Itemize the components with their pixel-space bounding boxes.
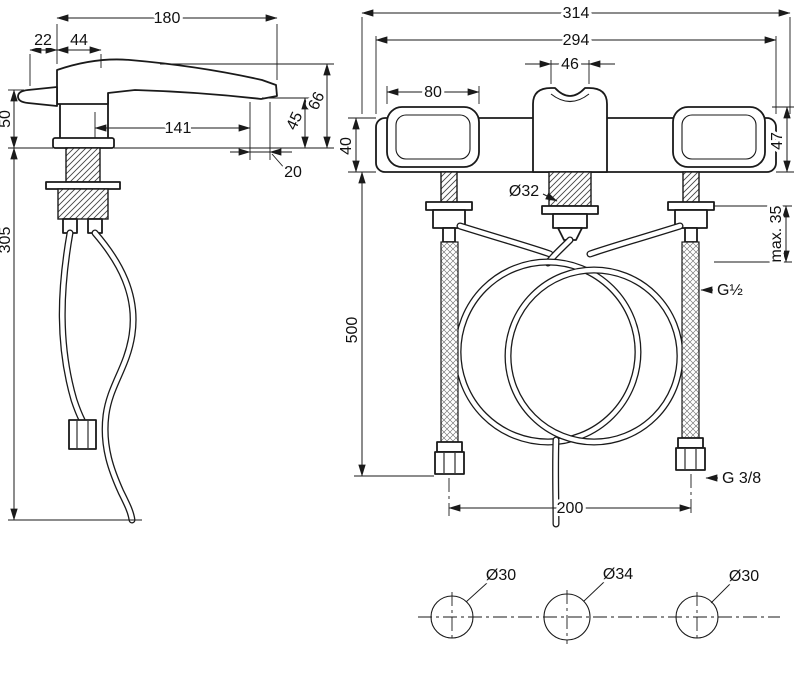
dim-500-label: 500 [344,317,361,344]
side-view-dimensions: 180 22 44 50 305 141 [0,7,334,521]
left-handle [386,106,480,168]
dim-46-label: 46 [561,56,579,73]
dim-d34-label: Ø34 [603,566,633,583]
hole-left [430,595,474,639]
faucet-side-profile [17,58,278,234]
deck-assembly [375,87,777,173]
dim-d30-right-label: Ø30 [729,568,759,585]
dim-50-label: 50 [0,110,14,128]
side-view-hoses [58,229,137,524]
dim-45-label: 45 [283,109,306,132]
dim-22-label: 22 [34,32,52,49]
side-view: 180 22 44 50 305 141 [0,7,334,524]
dim-305-label: 305 [0,227,14,254]
dim-g38-label: G 3/8 [722,470,761,487]
dim-294-label: 294 [563,32,590,49]
center-spout [532,87,608,173]
dim-g12-label: G½ [717,282,743,299]
dim-d32-label: Ø32 [509,183,539,200]
dim-d30-left-label: Ø30 [486,567,516,584]
dim-40-label: 40 [338,137,355,155]
dim-180-label: 180 [154,10,181,27]
dim-141-label: 141 [165,120,192,137]
hole-right [675,595,719,639]
under-deck-assembly [425,171,715,258]
dim-44-label: 44 [70,32,88,49]
hole-center [543,593,591,641]
dim-66-label: 66 [305,89,328,112]
bottom-view: Ø30 Ø34 Ø30 [418,563,780,644]
dim-314-label: 314 [563,5,590,22]
dim-80-label: 80 [424,84,442,101]
dim-47-label: 47 [769,132,786,150]
front-view-dimensions: 314 294 46 80 40 47 [335,2,794,520]
dim-20-label: 20 [284,164,302,181]
dim-200-label: 200 [557,500,584,517]
shower-hose-loops [454,236,684,528]
supply-hoses [434,241,706,475]
right-handle [672,106,766,168]
front-view: 314 294 46 80 40 47 [335,2,794,528]
dim-max35-label: max. 35 [768,205,785,262]
